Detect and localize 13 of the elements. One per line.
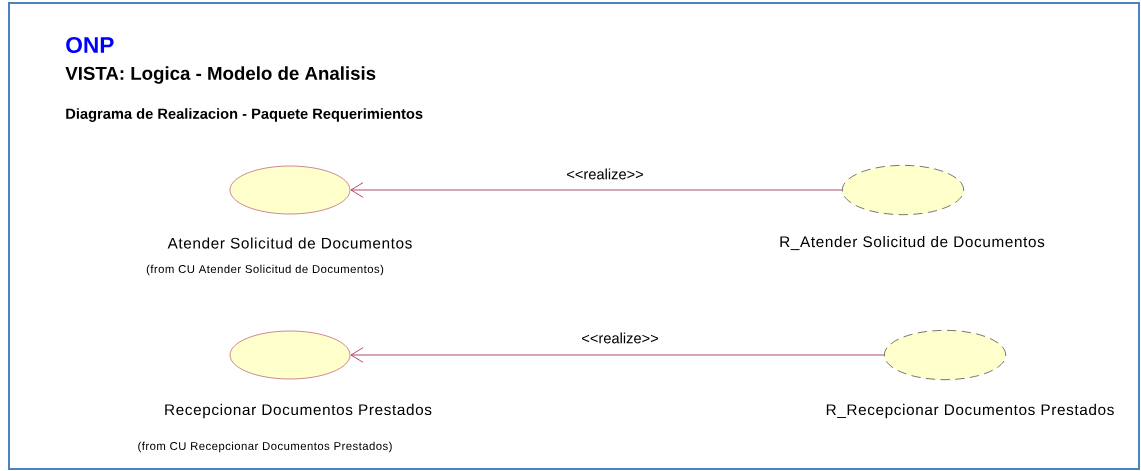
realization-arrow [350,182,843,198]
use-case-name: Atender Solicitud de Documentos [167,237,412,249]
realization-arrow [350,347,885,363]
use-case-name: R_Recepcionar Documentos Prestados [826,403,1114,419]
use-case-name: R_Atender Solicitud de Documentos [780,235,1045,251]
package-note: (from CU Recepcionar Documentos Prestados) [138,441,392,453]
heading: Diagrama de Realizacion - Paquete Requerimientos [66,108,423,122]
edge-label: <<realize>> [564,167,646,181]
use-case-name: Recepcionar Documentos Prestados [165,403,432,419]
edge-label: <<realize>> [579,331,661,345]
title: ONP [66,36,114,54]
subtitle: VISTA: Logica - Modelo de Analisis [65,66,376,84]
package-note: (from CU Atender Solicitud de Documentos) [146,264,384,276]
